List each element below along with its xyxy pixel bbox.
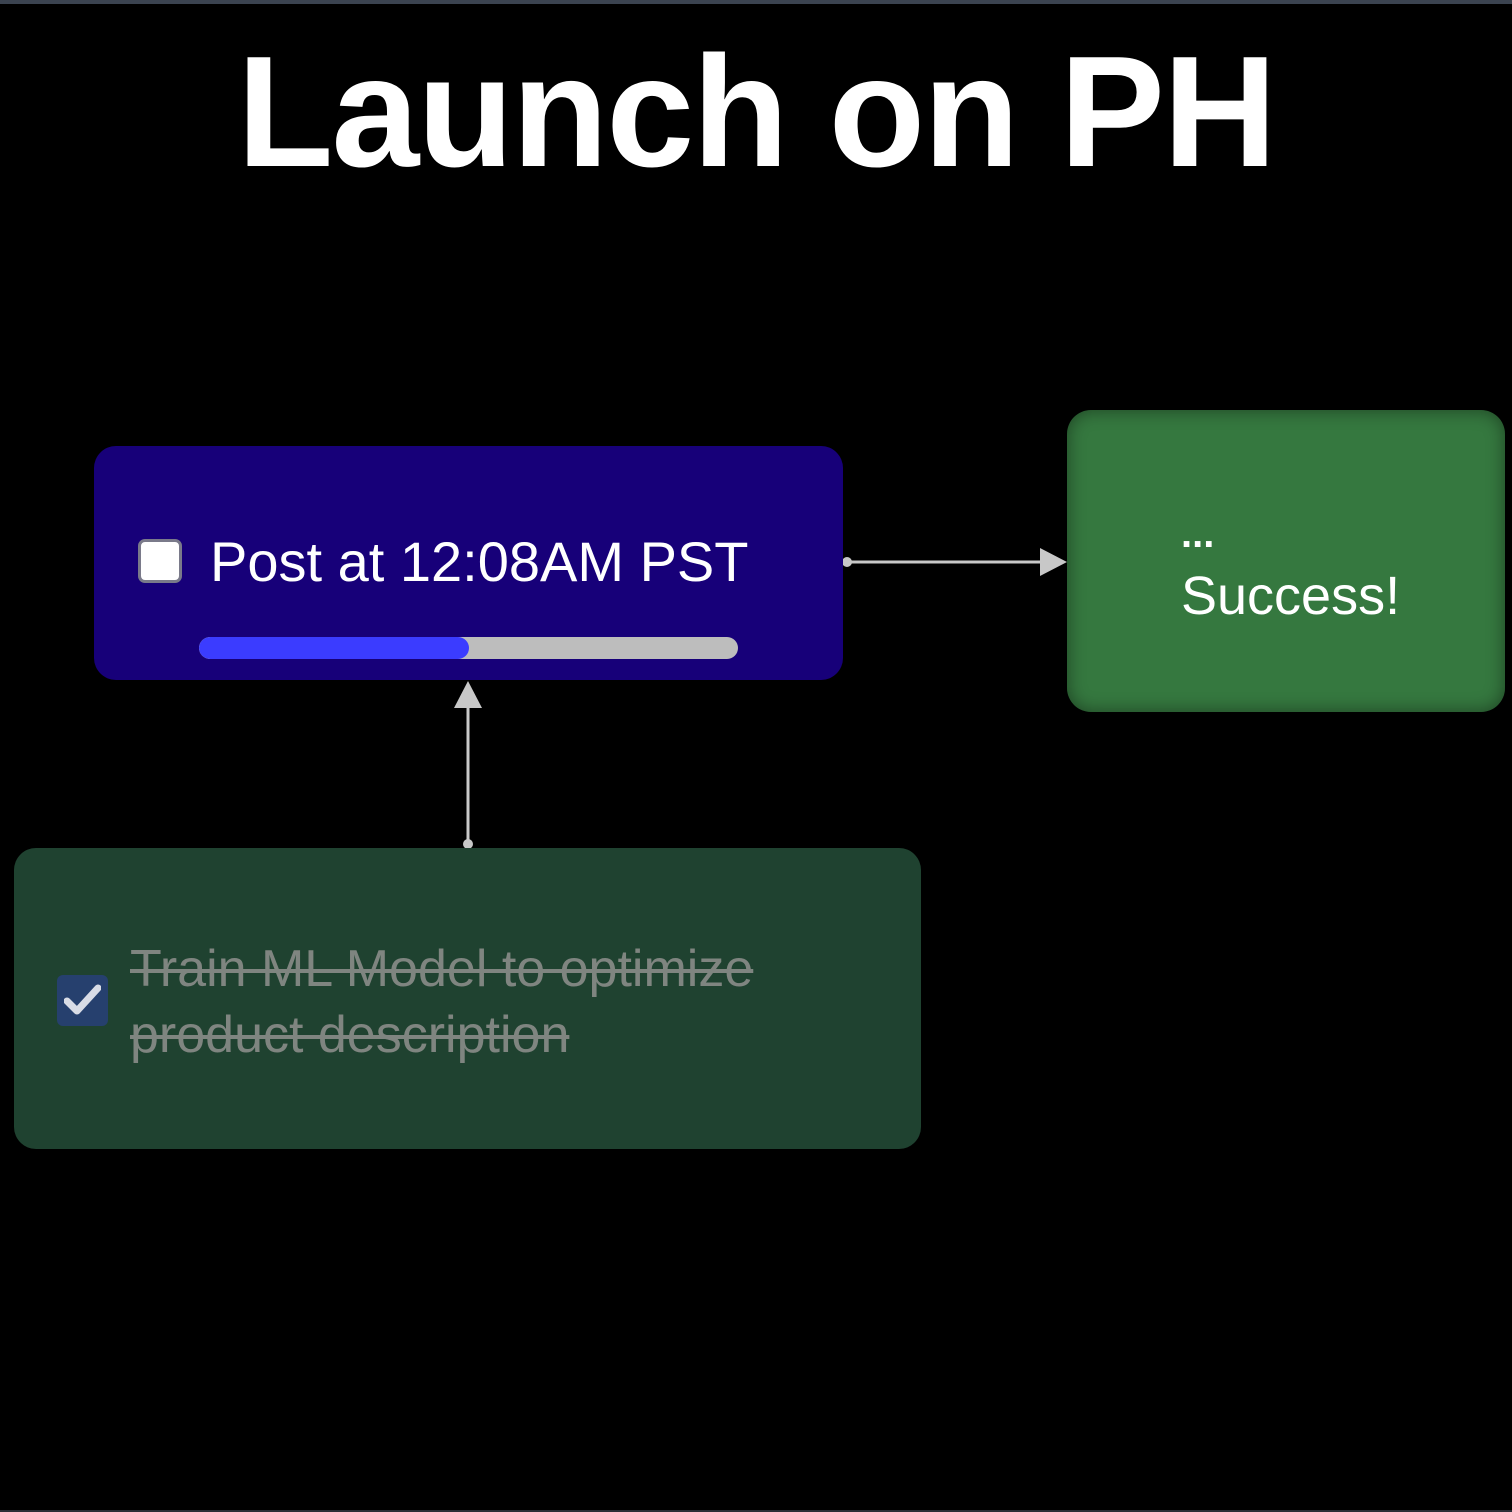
progress-bar [199,637,738,659]
node-train-label: Train ML Model to optimize product descr… [130,940,754,1064]
checkmark-icon [64,984,101,1015]
node-success-label: Success! [1181,566,1401,626]
node-post[interactable]: Post at 12:08AM PST [94,446,843,680]
window-bottom-border [0,1510,1512,1512]
page-title: Launch on PH [236,24,1277,200]
progress-bar-fill [199,637,469,659]
node-success[interactable]: ... Success! [1067,410,1505,712]
node-post-label: Post at 12:08AM PST [210,530,749,593]
node-train[interactable]: Train ML Model to optimize product descr… [14,848,921,1149]
success-ellipsis: ... [1181,512,1215,556]
edge-post-to-success[interactable] [842,548,1067,576]
unchecked-box-icon[interactable] [138,539,182,583]
arrowhead-icon [1040,548,1067,576]
arrowhead-icon [454,681,482,708]
edge-train-to-post[interactable] [454,681,482,849]
checked-checkbox[interactable] [57,975,108,1026]
window-top-border [0,0,1512,4]
